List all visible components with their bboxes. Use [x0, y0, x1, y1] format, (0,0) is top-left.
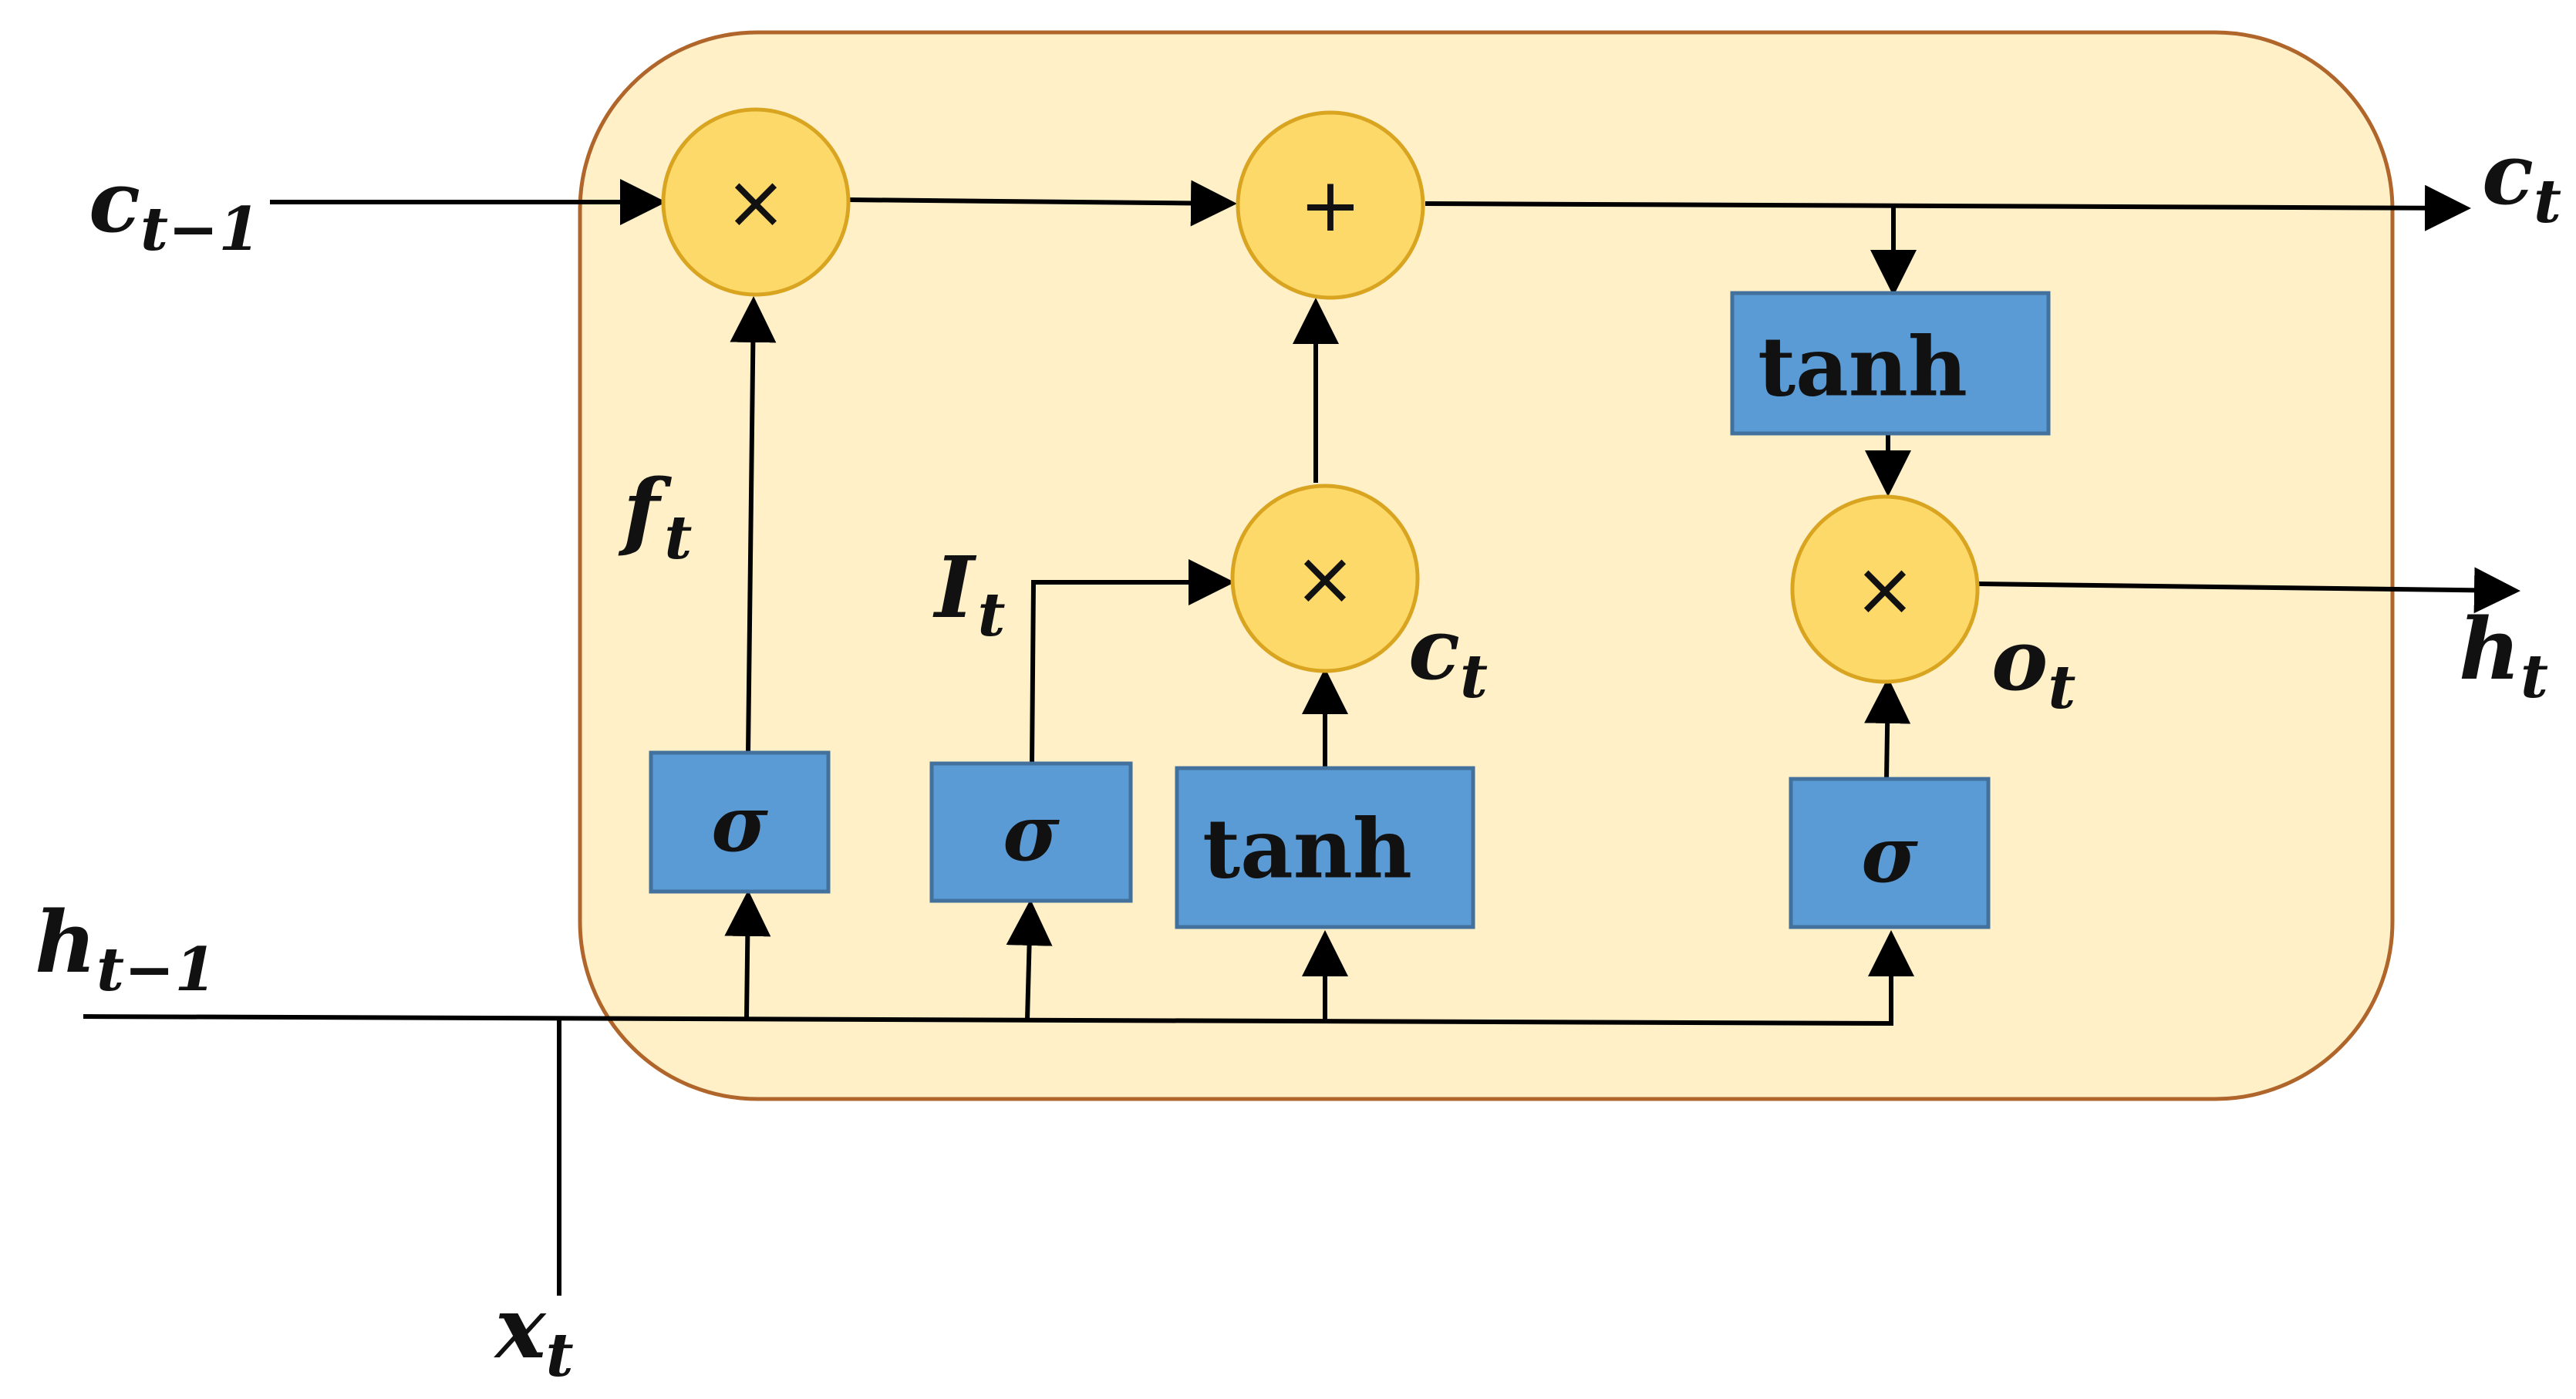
- lstm-cell-boundary: [578, 30, 2395, 1101]
- forget-multiply-symbol: ×: [725, 159, 787, 245]
- forget-sigma-box: σ: [649, 750, 831, 894]
- input-gate-label: It: [932, 538, 1006, 650]
- cell-add-symbol: +: [1300, 162, 1361, 248]
- output-sigma-box: σ: [1789, 777, 1991, 929]
- input-sigma-label: σ: [1003, 787, 1060, 878]
- candidate-tanh-box: tanh: [1175, 766, 1475, 929]
- h-prev-label: ht−1: [35, 892, 217, 1005]
- output-multiply-symbol: ×: [1854, 546, 1916, 632]
- h-out-label: ht: [2459, 599, 2548, 712]
- input-sigma-box: σ: [929, 761, 1133, 903]
- input-multiply-symbol: ×: [1294, 535, 1356, 622]
- wire-h-prev-bus: [83, 930, 1914, 1026]
- wire-tap-input: [1006, 899, 1053, 1020]
- c-prev-label: ct−1: [89, 152, 261, 265]
- candidate-label: ct: [1408, 599, 1488, 712]
- x-label: xt: [494, 1278, 574, 1391]
- wire-add-to-ct: [1425, 184, 2471, 231]
- c-out-label: ct: [2482, 124, 2561, 237]
- cell-tanh-label: tanh: [1758, 319, 1967, 415]
- cell-add-node: +: [1236, 110, 1425, 300]
- wire-forget-to-add: [848, 180, 1237, 227]
- wire-output-sigma-up: [1864, 677, 1911, 780]
- wire-input-sigma-to-multiply: [1030, 559, 1235, 764]
- wire-tap-forget: [724, 890, 771, 1019]
- output-sigma-label: σ: [1861, 809, 1918, 900]
- cell-tanh-box: tanh: [1730, 291, 2051, 436]
- input-multiply-node: ×: [1230, 484, 1420, 673]
- wire-output-to-ht: [1978, 567, 2520, 614]
- forget-multiply-node: ×: [661, 107, 851, 297]
- wire-forget-sigma-up: [730, 296, 777, 753]
- output-gate-label: ot: [1991, 610, 2075, 723]
- candidate-tanh-label: tanh: [1202, 801, 1412, 897]
- output-multiply-node: ×: [1790, 494, 1980, 684]
- forget-sigma-label: σ: [711, 778, 768, 869]
